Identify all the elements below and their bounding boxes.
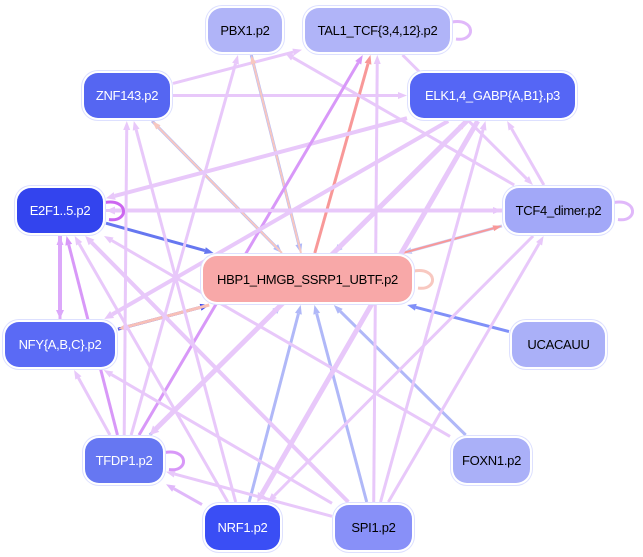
edge-foxn1-to-e2f1 bbox=[111, 239, 451, 438]
arrowhead-icon bbox=[373, 55, 381, 65]
edge-nrf1-to-tfdp1 bbox=[173, 487, 203, 506]
edge-elk1-to-e2f1 bbox=[114, 116, 408, 198]
arrowhead-icon bbox=[104, 236, 114, 244]
arrowhead-icon bbox=[524, 176, 533, 185]
edge-spi1-to-elk1 bbox=[379, 129, 485, 503]
edge-tfdp1-to-tal1 bbox=[137, 61, 360, 436]
node-label: NFY{A,B,C}.p2 bbox=[18, 337, 102, 352]
edge-nrf1-to-znf143 bbox=[134, 129, 238, 503]
edge-tfdp1-to-znf143 bbox=[122, 129, 129, 436]
arrowhead-icon bbox=[492, 225, 502, 232]
self-loop-e2f1 bbox=[104, 200, 125, 222]
self-loop-tcf4 bbox=[613, 200, 634, 222]
node-e2f1[interactable]: E2F1..5.p2 bbox=[17, 188, 103, 233]
arrowhead-icon bbox=[166, 484, 176, 492]
edge-hbp1-to-pbx1 bbox=[252, 63, 302, 254]
node-label: ZNF143.p2 bbox=[95, 88, 159, 103]
self-loop-hbp1 bbox=[413, 269, 434, 290]
node-label: TFDP1.p2 bbox=[95, 453, 153, 468]
node-tfdp1[interactable]: TFDP1.p2 bbox=[85, 438, 163, 483]
arrowhead-icon bbox=[74, 236, 83, 246]
arrowhead-icon bbox=[104, 311, 115, 319]
arrowhead-icon bbox=[250, 55, 257, 65]
arrowhead-icon bbox=[152, 121, 161, 130]
node-label: E2F1..5.p2 bbox=[29, 203, 91, 218]
edge-tcf4-to-elk1 bbox=[510, 128, 546, 186]
arrowhead-icon bbox=[407, 303, 417, 311]
arrowhead-icon bbox=[355, 55, 363, 65]
node-label: HBP1_HMGB_SSRP1_UBTF.p2 bbox=[217, 271, 398, 287]
node-label: UCACAUU bbox=[527, 337, 590, 352]
arrowhead-icon bbox=[285, 53, 295, 61]
arrowhead-icon bbox=[65, 236, 73, 246]
node-nrf1[interactable]: NRF1.p2 bbox=[205, 505, 280, 550]
node-label: SPI1.p2 bbox=[351, 520, 396, 535]
arrowhead-icon bbox=[292, 48, 302, 56]
edge-spi1-to-hbp1 bbox=[315, 313, 369, 503]
node-label: TCF4_dimer.p2 bbox=[515, 203, 602, 218]
node-znf143[interactable]: ZNF143.p2 bbox=[84, 73, 170, 118]
node-tcf4[interactable]: TCF4_dimer.p2 bbox=[505, 188, 612, 233]
node-elk1[interactable]: ELK1,4_GABP{A,B1}.p3 bbox=[410, 73, 575, 118]
edge-foxn1-to-hbp1 bbox=[339, 310, 467, 437]
arrowhead-icon bbox=[149, 425, 160, 435]
node-tal1[interactable]: TAL1_TCF{3,4,12}.p2 bbox=[305, 8, 450, 52]
arrowhead-icon bbox=[56, 236, 64, 245]
edge-tcf4-to-nrf1 bbox=[273, 234, 535, 497]
node-foxn1[interactable]: FOXN1.p2 bbox=[453, 438, 530, 483]
self-loop-tfdp1 bbox=[164, 450, 185, 472]
node-hbp1[interactable]: HBP1_HMGB_SSRP1_UBTF.p2 bbox=[203, 256, 412, 302]
edge-spi1-to-nfy bbox=[110, 373, 333, 505]
arrowhead-icon bbox=[507, 121, 515, 131]
edge-elk1-to-nfy bbox=[111, 119, 450, 317]
arrowhead-icon bbox=[398, 92, 407, 99]
node-ucacauu[interactable]: UCACAUU bbox=[512, 322, 605, 367]
edge-spi1-to-tcf4 bbox=[387, 243, 541, 503]
arrowhead-icon bbox=[364, 55, 372, 65]
arrowhead-icon bbox=[103, 370, 114, 378]
node-pbx1[interactable]: PBX1.p2 bbox=[208, 8, 282, 52]
node-label: PBX1.p2 bbox=[220, 22, 270, 38]
edge-spi1-to-tfdp1 bbox=[174, 472, 333, 518]
arrowhead-icon bbox=[132, 121, 140, 131]
arrowhead-icon bbox=[333, 305, 343, 314]
arrowhead-icon bbox=[74, 370, 82, 380]
edge-elk1-to-nrf1 bbox=[259, 119, 480, 496]
edge-hbp1-to-znf143 bbox=[157, 126, 283, 254]
node-label: NRF1.p2 bbox=[217, 520, 268, 535]
edge-hbp1-to-tcf4 bbox=[402, 227, 494, 254]
arrowhead-icon bbox=[295, 305, 302, 315]
edge-ucacauu-to-hbp1 bbox=[415, 305, 510, 334]
arrowhead-icon bbox=[203, 247, 214, 254]
node-label: TAL1_TCF{3,4,12}.p2 bbox=[317, 22, 438, 38]
node-label: ELK1,4_GABP{A,B1}.p3 bbox=[425, 88, 560, 103]
arrowhead-icon bbox=[85, 236, 95, 246]
arrowhead-icon bbox=[166, 470, 176, 478]
edge-tcf4-to-pbx1 bbox=[292, 56, 515, 187]
node-spi1[interactable]: SPI1.p2 bbox=[335, 505, 412, 550]
arrowhead-icon bbox=[313, 305, 321, 315]
arrowhead-icon bbox=[493, 207, 502, 214]
arrowhead-icon bbox=[123, 121, 131, 131]
arrowhead-icon bbox=[536, 236, 544, 246]
arrowhead-icon bbox=[106, 192, 116, 200]
self-loop-tal1 bbox=[451, 20, 472, 41]
node-nfy[interactable]: NFY{A,B,C}.p2 bbox=[5, 322, 115, 367]
edge-e2f1-to-hbp1 bbox=[105, 221, 206, 253]
edge-hbp1-to-nfy bbox=[126, 303, 210, 329]
edge-spi1-to-e2f1 bbox=[90, 240, 350, 504]
edge-tfdp1-to-pbx1 bbox=[129, 63, 237, 436]
arrowhead-icon bbox=[232, 55, 239, 65]
edge-tfdp1-to-nfy bbox=[77, 377, 112, 436]
arrowhead-icon bbox=[479, 121, 487, 131]
node-label: FOXN1.p2 bbox=[461, 453, 521, 468]
edge-nrf1-to-e2f1 bbox=[77, 243, 230, 503]
